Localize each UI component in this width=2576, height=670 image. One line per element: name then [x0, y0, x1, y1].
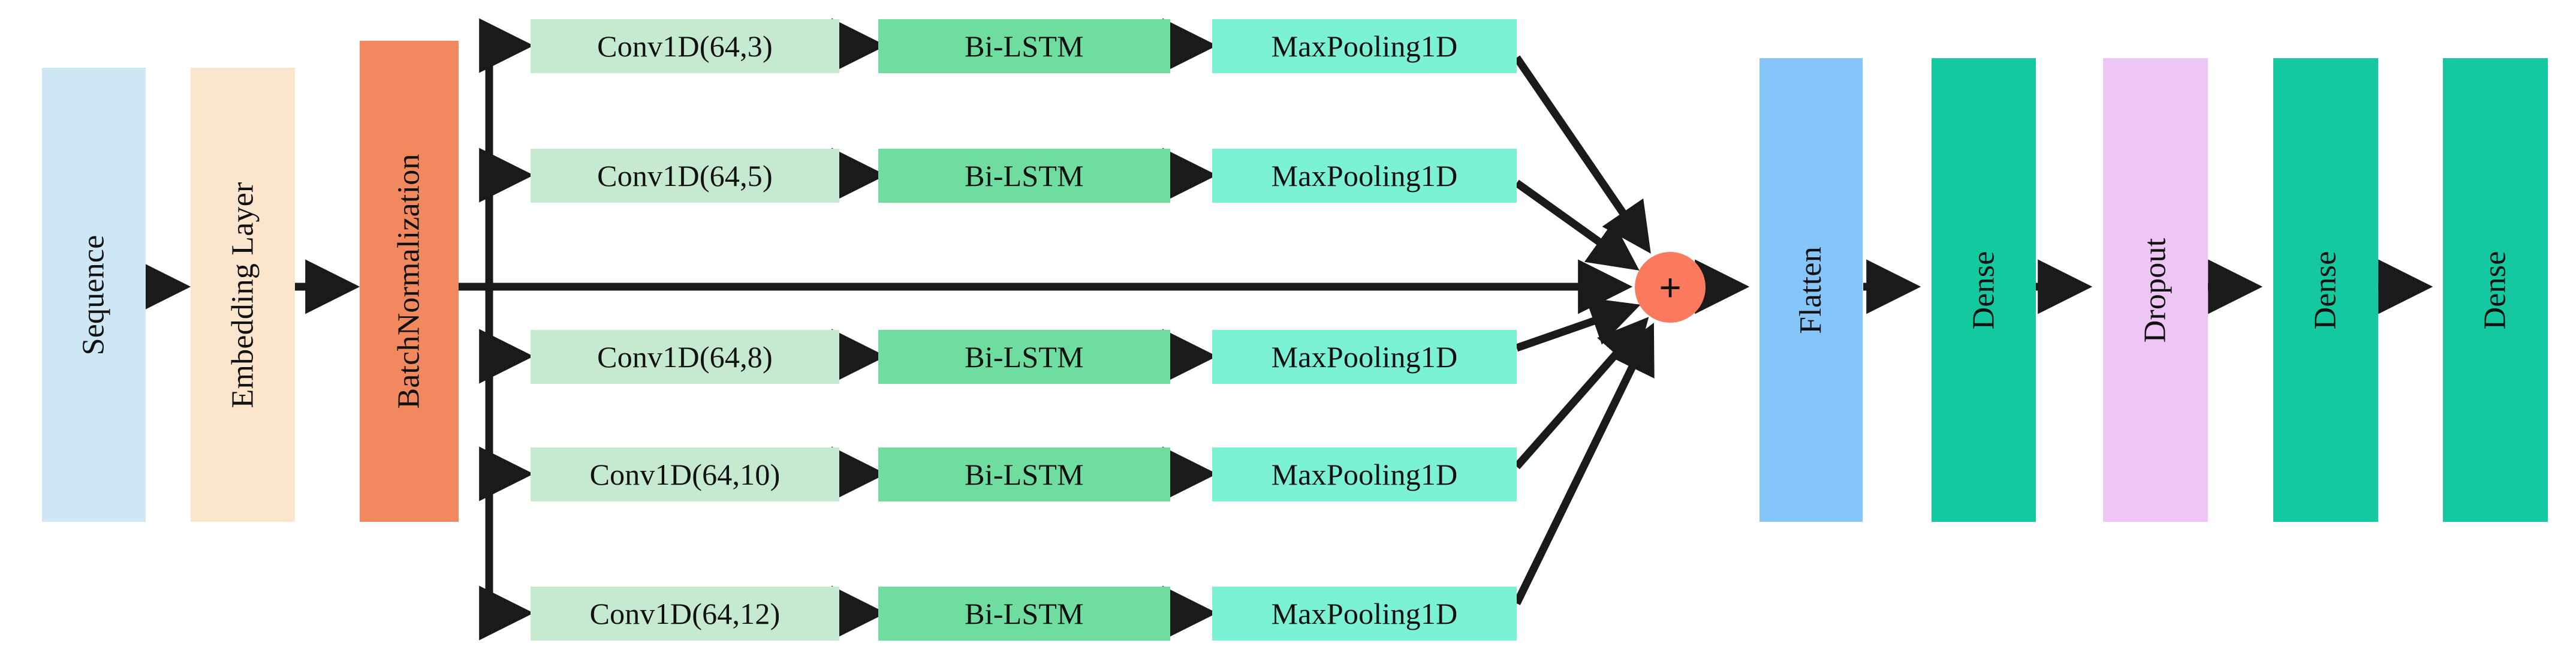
arrow-pool-to-merge-1	[1513, 55, 1651, 254]
block-dense-3-label: Dense	[2478, 251, 2512, 329]
block-dense-1[interactable]: Dense	[1932, 58, 2036, 522]
arrow-pool-to-merge-5	[1513, 322, 1655, 605]
block-embedding-layer-label: Embedding Layer	[225, 182, 260, 408]
block-dense-1-label: Dense	[1966, 251, 2000, 329]
block-maxpooling1d-row-5-label: MaxPooling1D	[1271, 597, 1458, 630]
block-maxpooling1d-row-1-label: MaxPooling1D	[1271, 29, 1458, 63]
block-conv1d-row-4-label: Conv1D(64,10)	[589, 458, 781, 491]
block-maxpooling1d-row-3[interactable]: MaxPooling1D	[1212, 330, 1517, 384]
block-conv1d-row-5[interactable]: Conv1D(64,12)	[531, 587, 839, 641]
block-conv1d-row-1[interactable]: Conv1D(64,3)	[531, 19, 839, 73]
block-bilstm-row-1[interactable]: Bi-LSTM	[878, 19, 1170, 73]
block-bilstm-row-1-label: Bi-LSTM	[965, 29, 1084, 63]
block-bilstm-row-2[interactable]: Bi-LSTM	[878, 149, 1170, 203]
block-maxpooling1d-row-1[interactable]: MaxPooling1D	[1212, 19, 1517, 73]
block-batch-normalization[interactable]: BatchNormalization	[360, 41, 459, 522]
block-maxpooling1d-row-4[interactable]: MaxPooling1D	[1212, 447, 1517, 501]
arrow-pool-to-merge-4	[1514, 317, 1649, 470]
block-conv1d-row-2[interactable]: Conv1D(64,5)	[531, 149, 839, 203]
block-flatten-label: Flatten	[1793, 246, 1828, 334]
block-bilstm-row-3[interactable]: Bi-LSTM	[878, 330, 1170, 384]
block-dense-2[interactable]: Dense	[2273, 58, 2378, 522]
block-bilstm-row-2-label: Bi-LSTM	[965, 159, 1084, 193]
arrow-pool-to-merge-2	[1514, 179, 1640, 271]
block-dense-3[interactable]: Dense	[2443, 58, 2548, 522]
block-conv1d-row-3[interactable]: Conv1D(64,8)	[531, 330, 839, 384]
merge-node-label: +	[1659, 266, 1682, 309]
block-bilstm-row-4[interactable]: Bi-LSTM	[878, 447, 1170, 501]
block-flatten[interactable]: Flatten	[1759, 58, 1863, 522]
block-bilstm-row-4-label: Bi-LSTM	[965, 458, 1084, 491]
arrow-pool-to-merge-3	[1515, 297, 1641, 352]
block-maxpooling1d-row-3-label: MaxPooling1D	[1271, 340, 1458, 374]
block-bilstm-row-3-label: Bi-LSTM	[965, 340, 1084, 374]
block-maxpooling1d-row-4-label: MaxPooling1D	[1271, 458, 1458, 491]
block-dropout[interactable]: Dropout	[2103, 58, 2208, 522]
block-sequence[interactable]: Sequence	[42, 68, 146, 522]
block-dense-2-label: Dense	[2308, 251, 2343, 329]
merge-node-add[interactable]: +	[1635, 252, 1706, 323]
block-conv1d-row-2-label: Conv1D(64,5)	[597, 159, 773, 193]
block-maxpooling1d-row-2[interactable]: MaxPooling1D	[1212, 149, 1517, 203]
block-conv1d-row-1-label: Conv1D(64,3)	[597, 29, 773, 63]
block-conv1d-row-3-label: Conv1D(64,8)	[597, 340, 773, 374]
block-bilstm-row-5[interactable]: Bi-LSTM	[878, 587, 1170, 641]
block-bilstm-row-5-label: Bi-LSTM	[965, 597, 1084, 630]
block-maxpooling1d-row-5[interactable]: MaxPooling1D	[1212, 587, 1517, 641]
block-sequence-label: Sequence	[76, 235, 111, 355]
block-dropout-label: Dropout	[2138, 238, 2173, 342]
block-batch-normalization-label: BatchNormalization	[391, 154, 426, 409]
block-maxpooling1d-row-2-label: MaxPooling1D	[1271, 159, 1458, 193]
block-conv1d-row-4[interactable]: Conv1D(64,10)	[531, 447, 839, 501]
block-conv1d-row-5-label: Conv1D(64,12)	[589, 597, 781, 630]
block-embedding-layer[interactable]: Embedding Layer	[191, 68, 295, 522]
